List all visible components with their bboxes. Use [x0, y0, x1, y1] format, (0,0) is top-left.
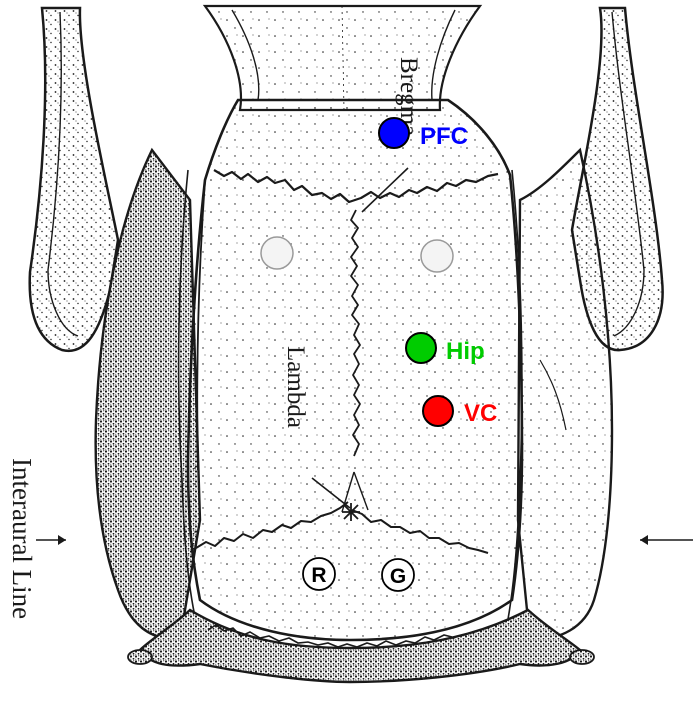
reference-electrode-r-label: R — [311, 564, 326, 587]
site-hip-label: Hip — [446, 338, 485, 365]
left-zygomatic-arch — [30, 8, 118, 351]
ground-electrode-g: G — [382, 559, 414, 591]
ground-electrode-g-label: G — [390, 565, 406, 588]
reference-electrode-r: R — [303, 558, 335, 590]
site-vc-label: VC — [464, 400, 497, 427]
site-hip-dot — [406, 333, 436, 363]
site-vc-dot — [423, 396, 453, 426]
site-pfc-dot — [379, 118, 409, 148]
site-pfc-label: PFC — [420, 123, 468, 150]
site-pfc: PFC — [379, 118, 468, 150]
site-hip: Hip — [406, 333, 485, 365]
interaural-line-label: Interaural Line — [7, 458, 37, 619]
open-hole-right — [421, 240, 453, 272]
lambda-label: Lambda — [282, 346, 309, 428]
nasal-bones — [205, 6, 480, 110]
open-hole-left — [261, 237, 293, 269]
